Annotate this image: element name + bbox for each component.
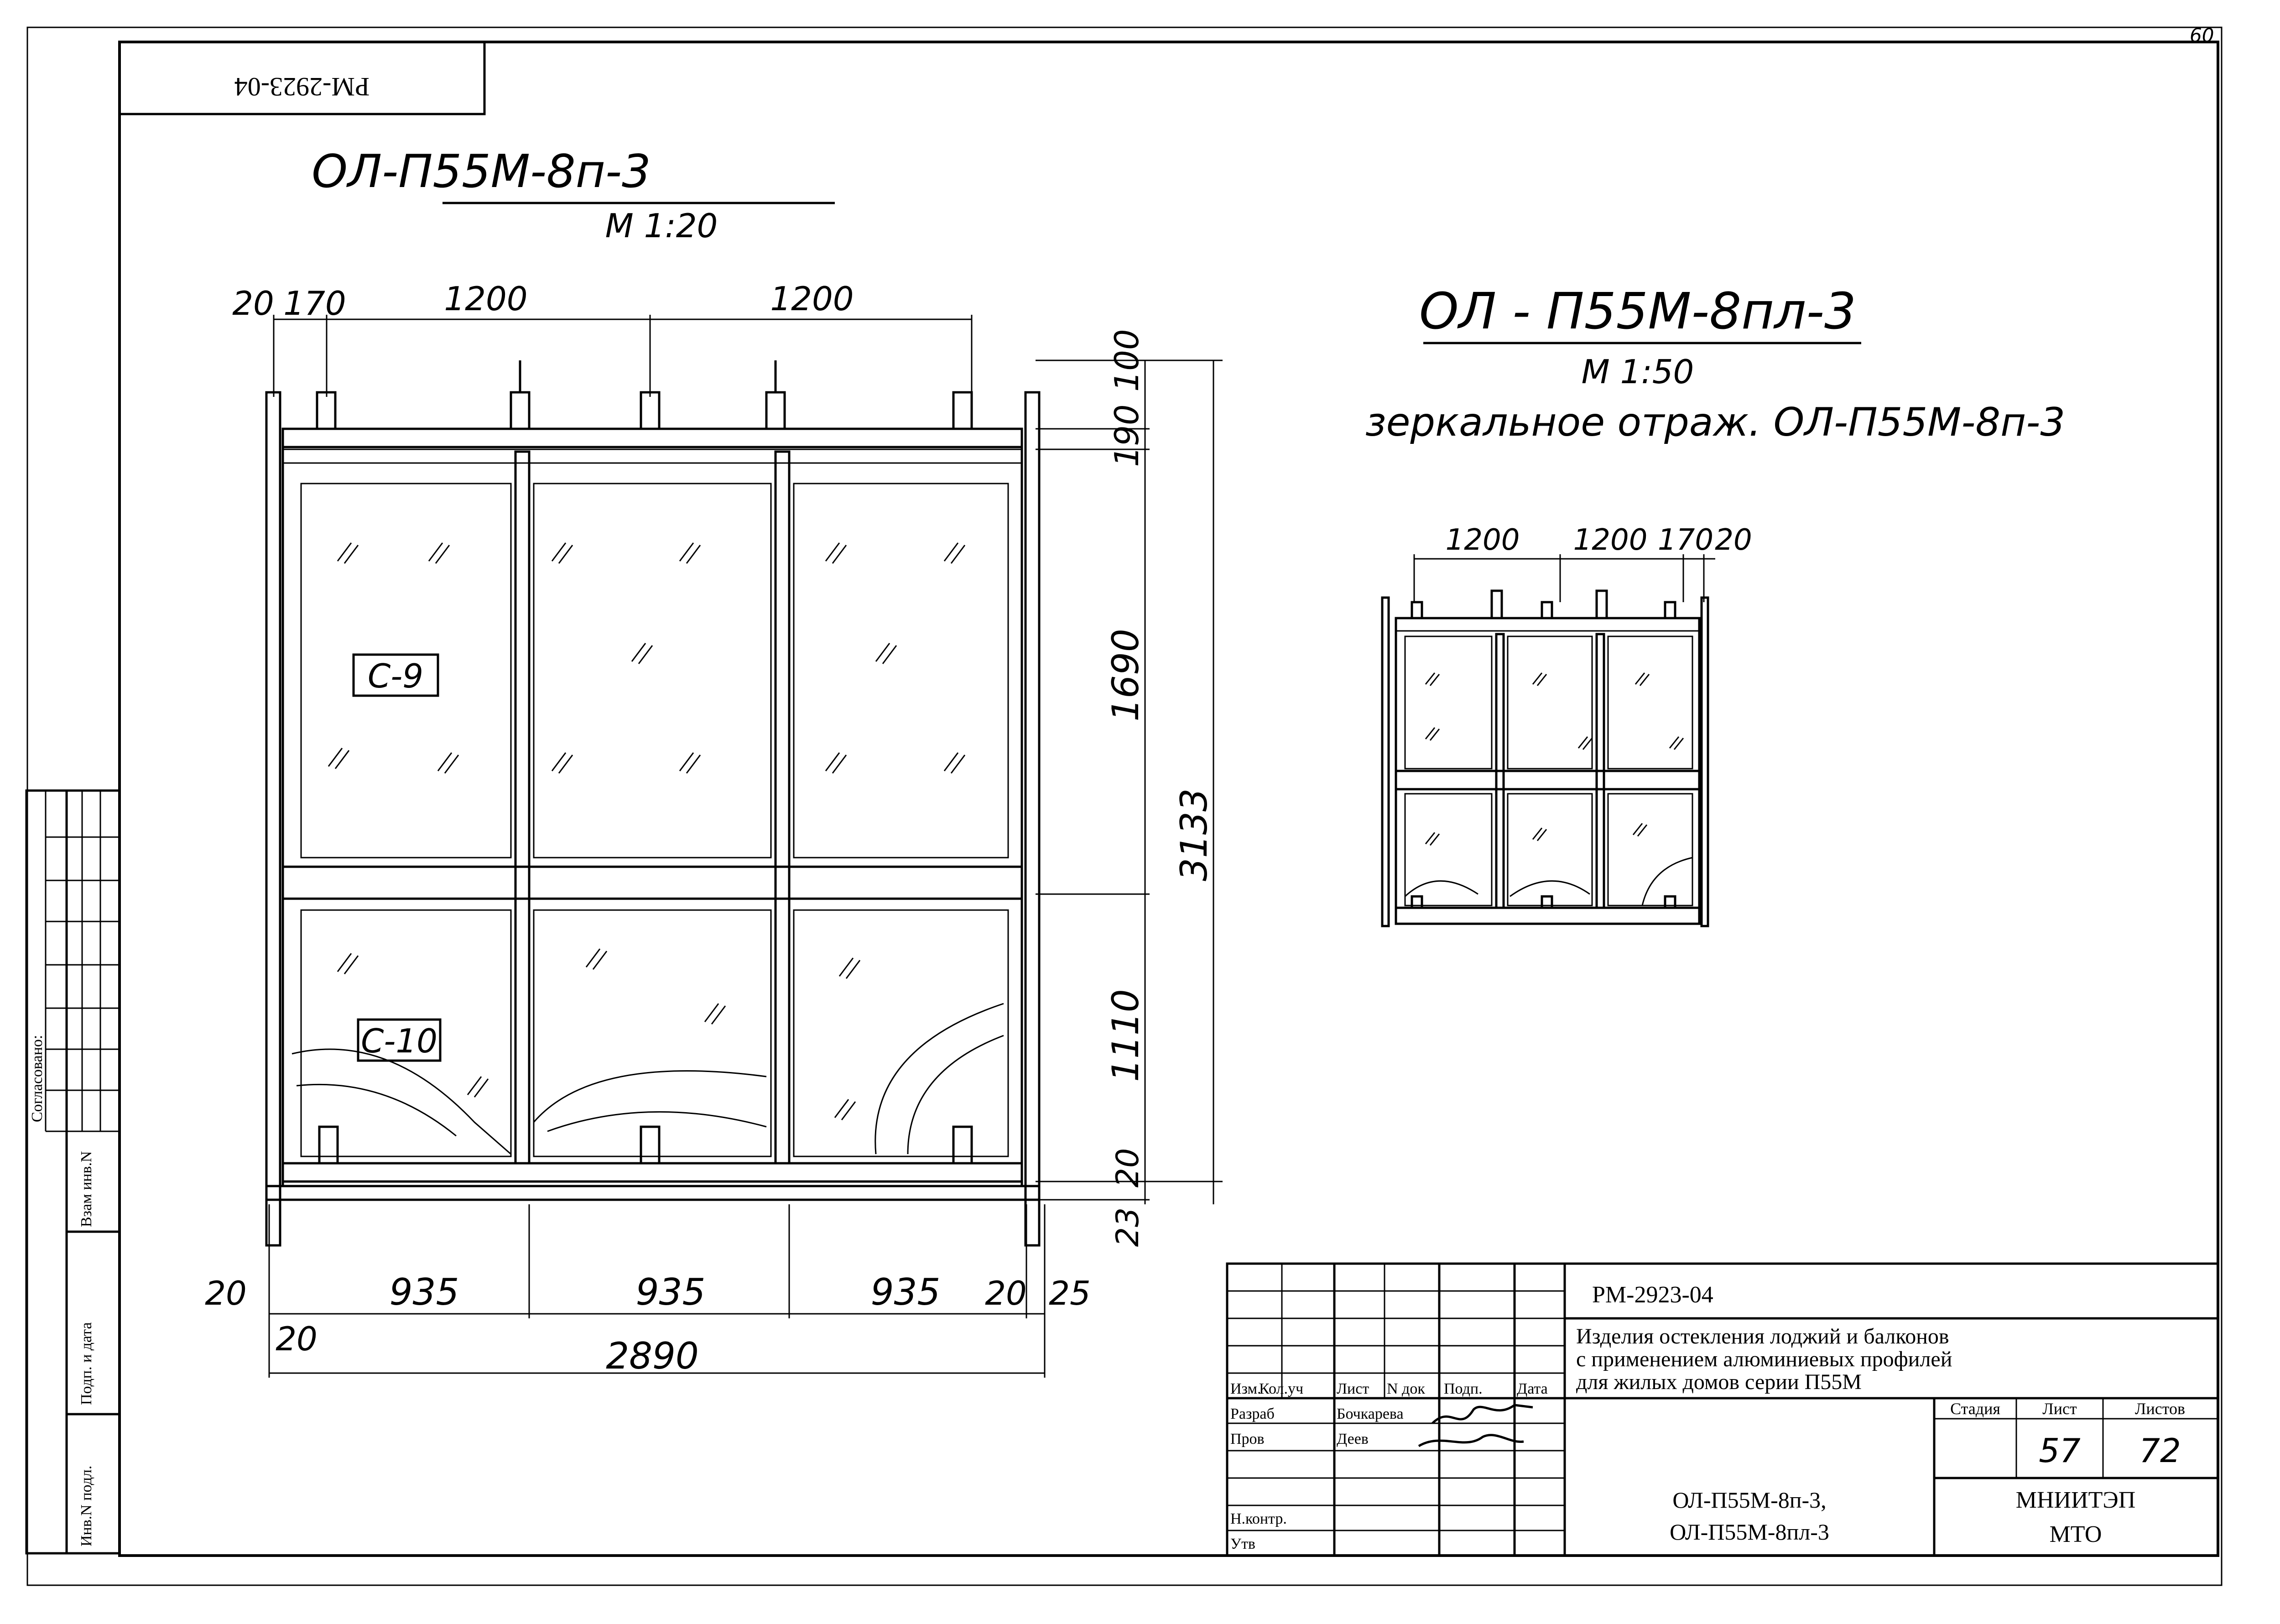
dim-top-20: 20 xyxy=(232,284,274,323)
dim-r-top-1200-b: 1200 xyxy=(1573,523,1648,557)
podp-data-label: Подп. и дата xyxy=(78,1322,95,1405)
org-line-1: МНИИТЭП xyxy=(2016,1487,2136,1513)
name-prov: Деев xyxy=(1337,1431,1369,1447)
sheets-value: 72 xyxy=(2139,1431,2181,1470)
dim-right-23: 23 xyxy=(1110,1208,1146,1247)
col-header-ndok: N док xyxy=(1387,1380,1425,1397)
role-razrab: Разраб xyxy=(1230,1405,1275,1422)
right-drawing: ОЛ - П55М-8пл-3 М 1:50 зеркальное отраж.… xyxy=(1365,282,2065,927)
inv-podl-label: Инв.N подл. xyxy=(78,1466,95,1546)
side-stamp: Согласовано: Взам инв.N Подп. и дата Инв… xyxy=(25,789,121,1555)
description-line-1: Изделия остекления лоджий и балконов xyxy=(1576,1324,1949,1348)
col-header-data: Дата xyxy=(1517,1380,1548,1397)
label-box-upper xyxy=(352,653,439,697)
top-left-stamp: РМ-2923-04 xyxy=(118,41,486,115)
label-box-lower xyxy=(357,1018,442,1062)
role-prov: Пров xyxy=(1230,1431,1265,1447)
right-glass-hatch xyxy=(1425,672,1684,846)
dim-top-170: 170 xyxy=(283,284,346,323)
col-header-list: Лист xyxy=(1337,1380,1369,1397)
dim-bottom-935-b: 935 xyxy=(636,1271,706,1313)
dim-bottom-20-inner: 20 xyxy=(276,1320,318,1358)
dim-bottom-20-left: 20 xyxy=(205,1274,247,1312)
signature-razrab xyxy=(1432,1404,1533,1424)
dim-bottom-20-right: 20 xyxy=(985,1274,1027,1312)
dim-r-top-1200-a: 1200 xyxy=(1446,523,1520,557)
dim-right-1110: 1110 xyxy=(1104,989,1147,1082)
product-line-2: ОЛ-П55М-8пл-3 xyxy=(1670,1519,1829,1545)
right-drawing-title: ОЛ - П55М-8пл-3 xyxy=(1419,282,1856,340)
stage-label: Стадия xyxy=(1950,1400,2000,1418)
doc-code: РМ-2923-04 xyxy=(1592,1282,1713,1308)
sheets-label: Листов xyxy=(2135,1400,2185,1418)
drawing-frame xyxy=(118,41,2219,1557)
glass-hatch-marks xyxy=(328,542,966,1120)
description-line-2: с применением алюминиевых профилей xyxy=(1576,1347,1952,1371)
col-header-izm: Изм. xyxy=(1230,1380,1261,1397)
role-utv: Утв xyxy=(1230,1536,1255,1552)
left-drawing-title: ОЛ-П55М-8п-3 xyxy=(312,145,651,198)
left-drawing: ОЛ-П55М-8п-3 М 1:20 20 170 1200 1200 xyxy=(205,145,1223,1378)
dim-right-3133: 3133 xyxy=(1173,788,1215,881)
dim-top-1200-a: 1200 xyxy=(444,280,527,318)
dim-bottom-25: 25 xyxy=(1049,1274,1091,1312)
dim-right-20: 20 xyxy=(1110,1148,1146,1188)
pane-label-lower: С-10 xyxy=(361,1022,437,1060)
name-razrab: Бочкарева xyxy=(1337,1405,1404,1422)
dim-bottom-935-a: 935 xyxy=(390,1271,459,1313)
description-line-3: для жилых домов серии П55М xyxy=(1576,1370,1862,1394)
pane-label-upper: С-9 xyxy=(368,657,423,695)
col-header-kol: Кол.уч xyxy=(1259,1380,1303,1397)
vzam-inv-label: Взам инв.N xyxy=(78,1151,95,1227)
signature-prov xyxy=(1418,1434,1524,1447)
page-number: 60 xyxy=(2190,24,2214,47)
soglasovano-label: Согласовано: xyxy=(29,1035,46,1122)
right-drawing-subtitle: зеркальное отраж. ОЛ-П55М-8п-3 xyxy=(1365,400,2065,445)
product-line-1: ОЛ-П55М-8п-3, xyxy=(1672,1487,1826,1513)
sheet-value: 57 xyxy=(2039,1431,2081,1470)
org-line-2: МТО xyxy=(2050,1521,2102,1547)
title-block: Изм. Кол.уч Лист N док Подп. Дата Разраб… xyxy=(1226,1262,2219,1557)
dim-right-190: 190 xyxy=(1108,404,1146,467)
dim-top-1200-b: 1200 xyxy=(770,280,854,318)
dim-bottom-2890: 2890 xyxy=(606,1335,699,1377)
dim-r-top-170: 170 xyxy=(1658,523,1713,557)
dim-r-top-20: 20 xyxy=(1715,523,1752,557)
right-drawing-scale: М 1:50 xyxy=(1582,353,1694,391)
dim-right-1690: 1690 xyxy=(1104,629,1147,722)
col-header-podp: Подп. xyxy=(1444,1380,1483,1397)
top-left-stamp-text: РМ-2923-04 xyxy=(234,72,370,102)
left-drawing-scale: М 1:20 xyxy=(605,207,718,245)
dim-bottom-935-c: 935 xyxy=(871,1271,941,1313)
sheet-label: Лист xyxy=(2042,1400,2077,1418)
role-nkontr: Н.контр. xyxy=(1230,1510,1287,1527)
dim-right-100: 100 xyxy=(1108,329,1146,391)
